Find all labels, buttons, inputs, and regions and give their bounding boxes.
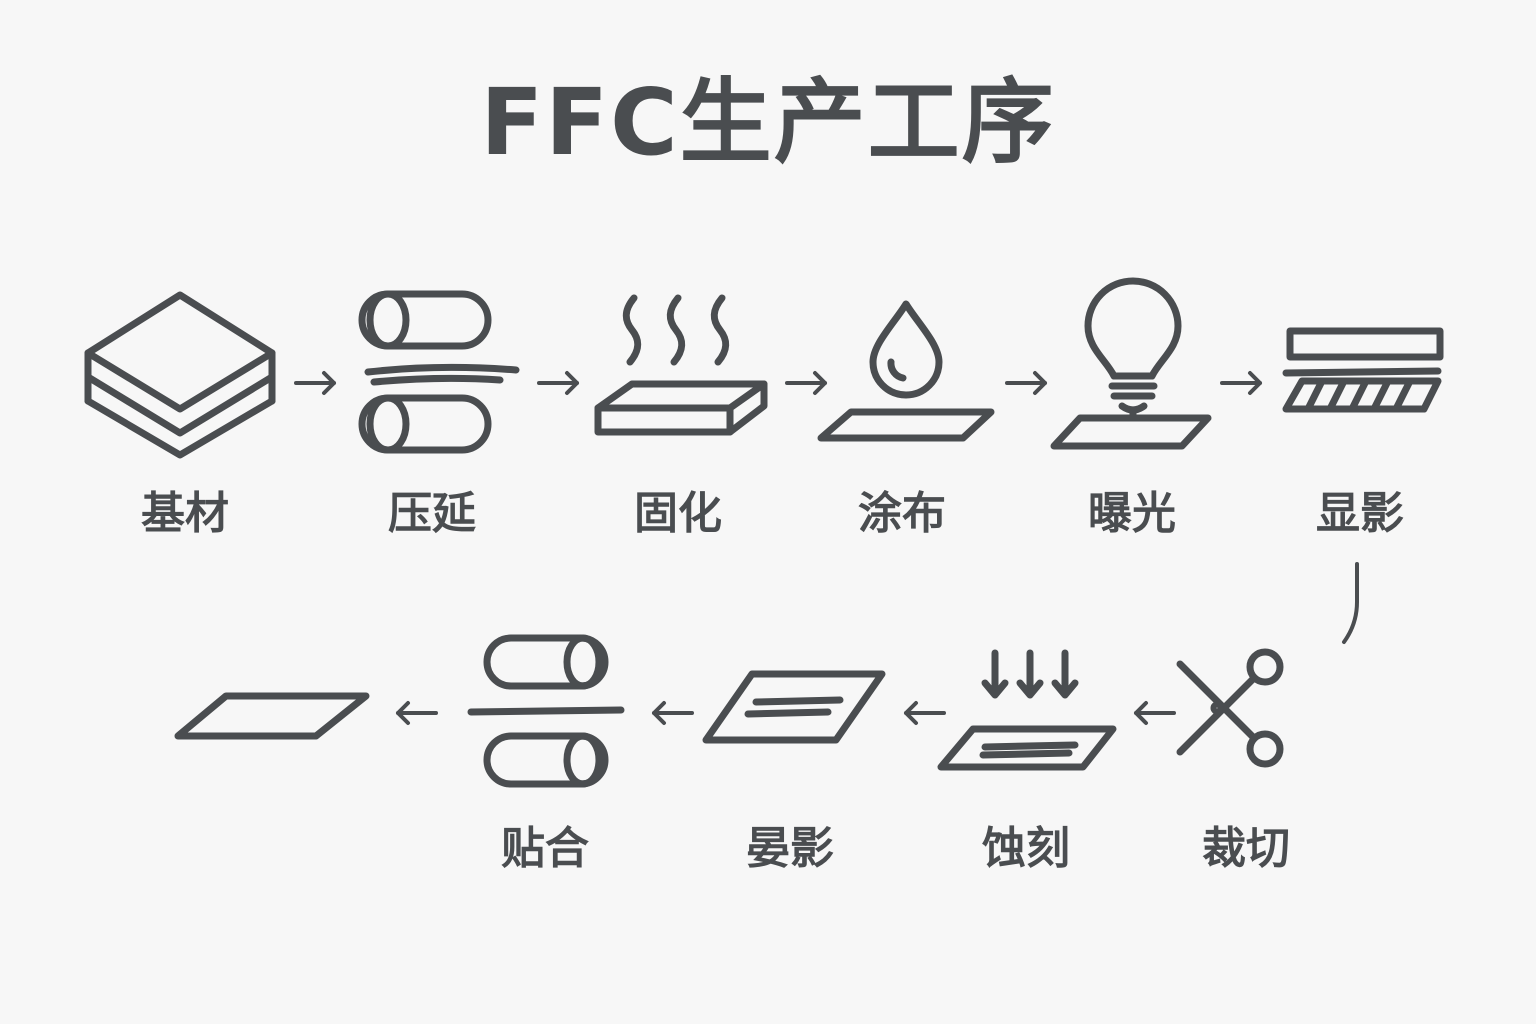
step-label-exposure: 曝光 (1088, 488, 1176, 539)
developing-plate-icon (1282, 327, 1444, 413)
stacked-sheets-icon (84, 291, 276, 459)
step-label-curing: 固化 (634, 488, 722, 539)
patterned-sheet-icon (702, 670, 886, 744)
finished-film-icon (174, 692, 370, 740)
arrow-right-icon (294, 371, 336, 395)
arrow-left-icon (652, 701, 694, 725)
arrow-left-icon (1134, 701, 1176, 725)
heated-plate-icon (594, 294, 768, 436)
page-title: FFC生产工序 (480, 69, 1056, 176)
arrow-left-icon (396, 701, 438, 725)
step-label-coating: 涂布 (858, 488, 946, 539)
arrow-right-icon (1220, 371, 1262, 395)
step-label-shadow-developing: 晏影 (746, 823, 834, 874)
step-label-base-material: 基材 (141, 488, 229, 539)
row-connector-line (1342, 562, 1359, 644)
step-label-developing: 显影 (1316, 488, 1404, 539)
scissors-icon (1176, 648, 1284, 768)
laminating-rollers-icon (467, 634, 625, 788)
step-label-etching: 蚀刻 (982, 823, 1070, 874)
arrow-right-icon (785, 371, 827, 395)
step-label-laminating: 贴合 (501, 823, 589, 874)
arrow-right-icon (1005, 371, 1047, 395)
step-label-cutting: 裁切 (1202, 823, 1290, 874)
step-label-calendering: 压延 (388, 488, 476, 539)
droplet-coating-icon (817, 300, 995, 442)
etching-arrows-icon (937, 649, 1117, 771)
calender-rollers-icon (358, 290, 520, 454)
arrow-left-icon (904, 701, 946, 725)
light-bulb-icon (1050, 277, 1212, 450)
arrow-right-icon (537, 371, 579, 395)
